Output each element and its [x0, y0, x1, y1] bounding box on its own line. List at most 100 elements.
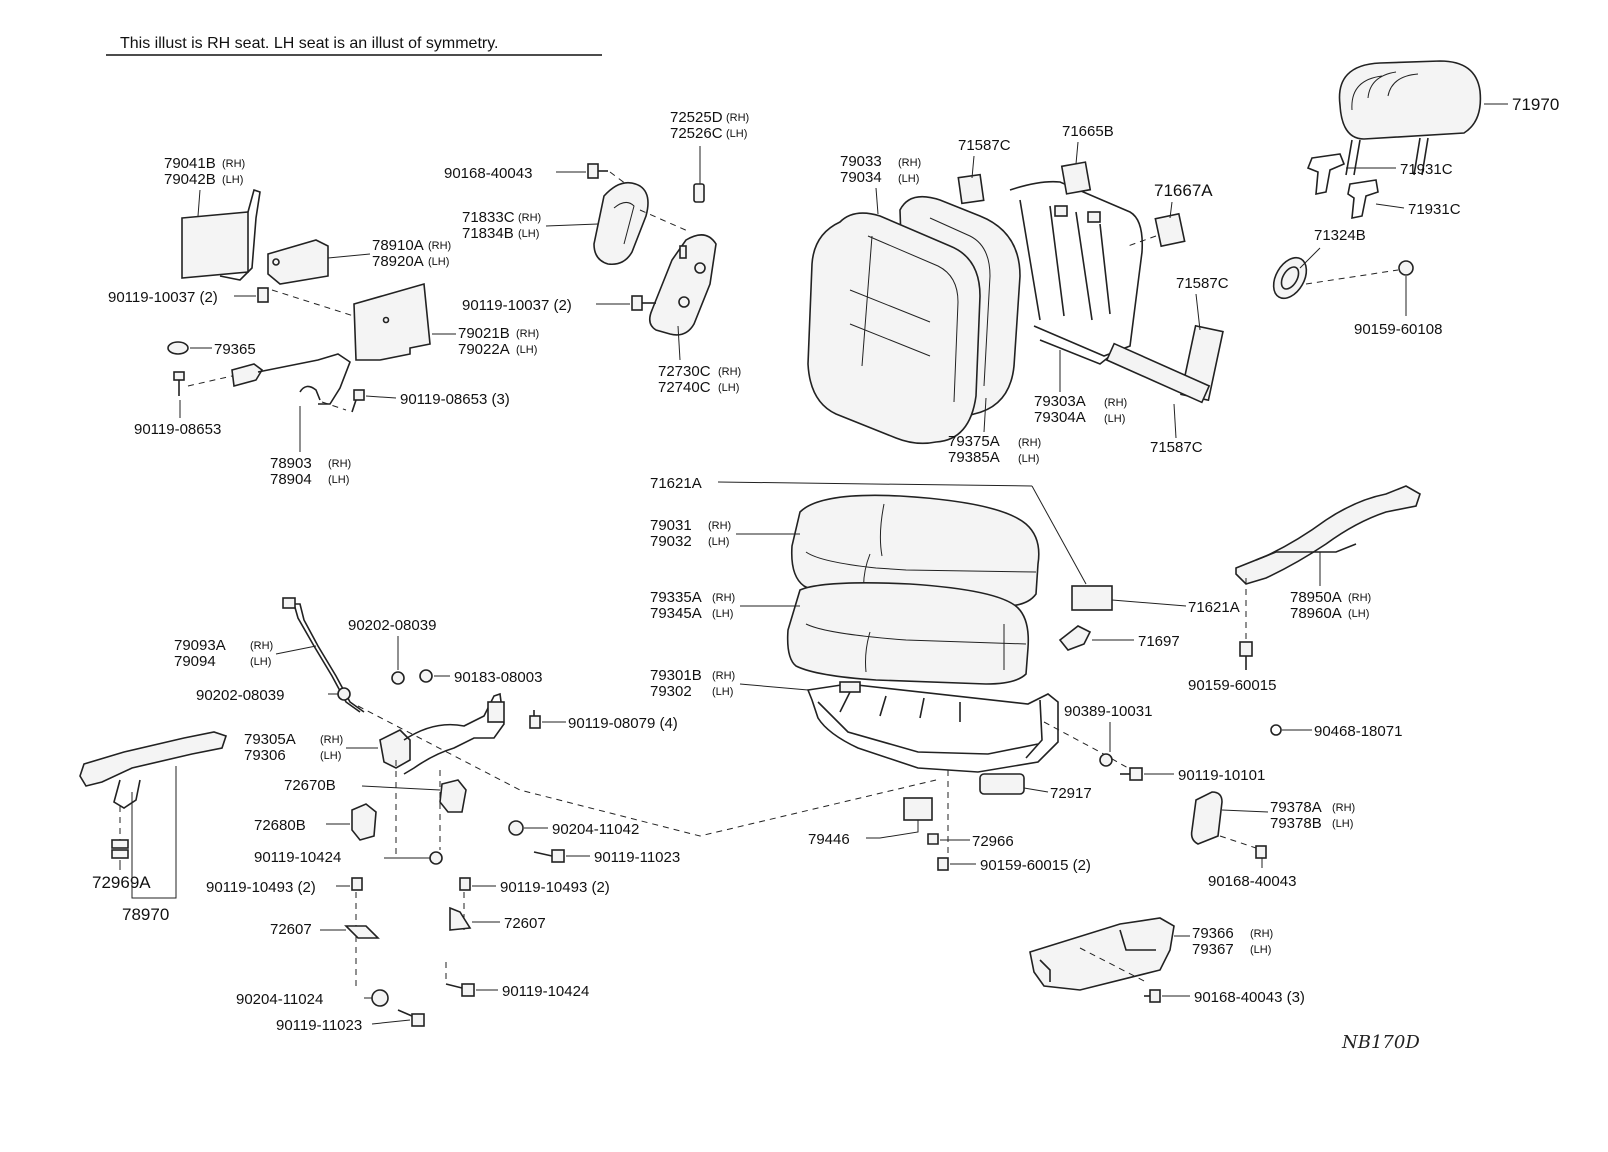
tag-79033: (RH): [898, 157, 921, 169]
label-72607-right: 72607: [504, 915, 546, 932]
label-71587c-top: 71587C: [958, 137, 1011, 154]
label-90202-08039-left: 90202-08039: [196, 687, 284, 704]
latch-72670b-part: [439, 779, 467, 813]
clip-71587c-part: [957, 173, 985, 205]
bolt-90119-10493-right-part: [459, 877, 471, 891]
tag-78960a: (LH): [1348, 608, 1369, 620]
label-72730c: 72730C: [658, 363, 711, 380]
label-79305a: 79305A: [244, 731, 296, 748]
screw-90119-08653-3-part: [351, 389, 365, 413]
tag-79306: (LH): [320, 750, 341, 762]
tag-79304a: (LH): [1104, 413, 1125, 425]
tag-79335a: (RH): [712, 592, 735, 604]
label-71665b: 71665B: [1062, 123, 1114, 140]
recliner-part: [648, 234, 717, 336]
headrest-support-part: [1306, 153, 1379, 219]
label-90168-40043-3: 90168-40043 (3): [1194, 989, 1305, 1006]
label-90119-11023-bot: 90119-11023: [276, 1017, 362, 1034]
label-79032: 79032: [650, 533, 692, 550]
nut-90204-11042-part: [508, 820, 524, 836]
label-79034: 79034: [840, 169, 882, 186]
label-71697: 71697: [1138, 633, 1180, 650]
label-79302: 79302: [650, 683, 692, 700]
tag-71833c: (RH): [518, 212, 541, 224]
bolt-90119-10493-left-part: [351, 877, 363, 891]
plate-72607-right-part: [449, 906, 472, 931]
nut-72969a-part: [111, 839, 129, 859]
label-79303a: 79303A: [1034, 393, 1086, 410]
tag-72526c: (LH): [726, 128, 747, 140]
label-72525d: 72525D: [670, 109, 723, 126]
label-72670b: 72670B: [284, 777, 336, 794]
label-78904: 78904: [270, 471, 312, 488]
label-79345a: 79345A: [650, 605, 702, 622]
label-71621a-top: 71621A: [650, 475, 702, 492]
screw-90168-40043-3-part: [1144, 989, 1161, 1003]
tag-79375a: (RH): [1018, 437, 1041, 449]
washer-90202-top-part: [391, 671, 405, 685]
clip-71697-part: [1058, 625, 1092, 651]
tag-79301b: (RH): [712, 670, 735, 682]
label-90204-11024: 90204-11024: [236, 991, 323, 1008]
label-71324b: 71324B: [1314, 227, 1366, 244]
label-78920a: 78920A: [372, 253, 424, 270]
label-79335a: 79335A: [650, 589, 702, 606]
seatback-frame-part: [1009, 180, 1144, 365]
clip-71667a-part: [1154, 212, 1186, 248]
cap-79365-part: [167, 341, 189, 355]
label-90119-11023-mid: 90119-11023: [594, 849, 680, 866]
bolt-90119-10424-top-part: [429, 851, 443, 865]
screw-90119-08653-part: [173, 371, 185, 396]
clip-71665b-part: [1060, 161, 1092, 195]
label-90119-10037-mid: 90119-10037 (2): [462, 297, 572, 314]
label-71587c-mid: 71587C: [1176, 275, 1229, 292]
label-90119-10493-left: 90119-10493 (2): [206, 879, 316, 896]
tag-79094: (LH): [250, 656, 271, 668]
seatback-cover-part: [807, 212, 981, 445]
bracket-78910a-part: [267, 239, 329, 285]
tag-72740c: (LH): [718, 382, 739, 394]
label-72607-left: 72607: [270, 921, 312, 938]
pad-72917-part: [979, 773, 1025, 795]
pad-71587c-bot-part: [1105, 342, 1211, 404]
tag-79034: (LH): [898, 173, 919, 185]
tag-78920a: (LH): [428, 256, 449, 268]
plate-72607-left-part: [344, 925, 380, 939]
cover-79378a-part: [1190, 791, 1223, 845]
header-note: This illust is RH seat. LH seat is an il…: [120, 35, 498, 52]
knob-72525d-part: [693, 183, 705, 203]
seat-pad-part: [786, 582, 1030, 685]
label-79041b: 79041B: [164, 155, 216, 172]
label-79375a: 79375A: [948, 433, 1000, 450]
label-79378b: 79378B: [1270, 815, 1322, 832]
cover-cap-part: [1272, 256, 1308, 300]
label-71621a-right: 71621A: [1188, 599, 1240, 616]
label-90119-08079: 90119-08079 (4): [568, 715, 678, 732]
label-72740c: 72740C: [658, 379, 711, 396]
bolt-left-part: [257, 287, 269, 303]
pad-71621a-part: [1071, 585, 1113, 611]
nut-90159-60015-part: [1239, 641, 1253, 670]
bolt-90119-08079-part: [529, 710, 541, 729]
label-79022a: 79022A: [458, 341, 510, 358]
label-79367: 79367: [1192, 941, 1234, 958]
label-72917: 72917: [1050, 785, 1092, 802]
label-78970: 78970: [122, 905, 169, 924]
tag-78904: (LH): [328, 474, 349, 486]
seat-frame-part: [806, 681, 1059, 773]
tag-72730c: (RH): [718, 366, 741, 378]
screw-90168-40043-mid-part: [1255, 845, 1267, 859]
nut-90183-part: [419, 669, 433, 683]
tag-79021b: (RH): [516, 328, 539, 340]
label-79306: 79306: [244, 747, 286, 764]
tag-79385a: (LH): [1018, 453, 1039, 465]
ring-90468-part: [1270, 724, 1282, 736]
bolt-90119-11023-mid-part: [533, 849, 565, 863]
bracket-79041b-part: [181, 188, 261, 281]
tag-79032: (LH): [708, 536, 729, 548]
washer-90202-left-part: [337, 687, 351, 701]
label-90468-18071: 90468-18071: [1314, 723, 1402, 740]
latch-72680b-part: [351, 803, 377, 841]
label-79033: 79033: [840, 153, 882, 170]
